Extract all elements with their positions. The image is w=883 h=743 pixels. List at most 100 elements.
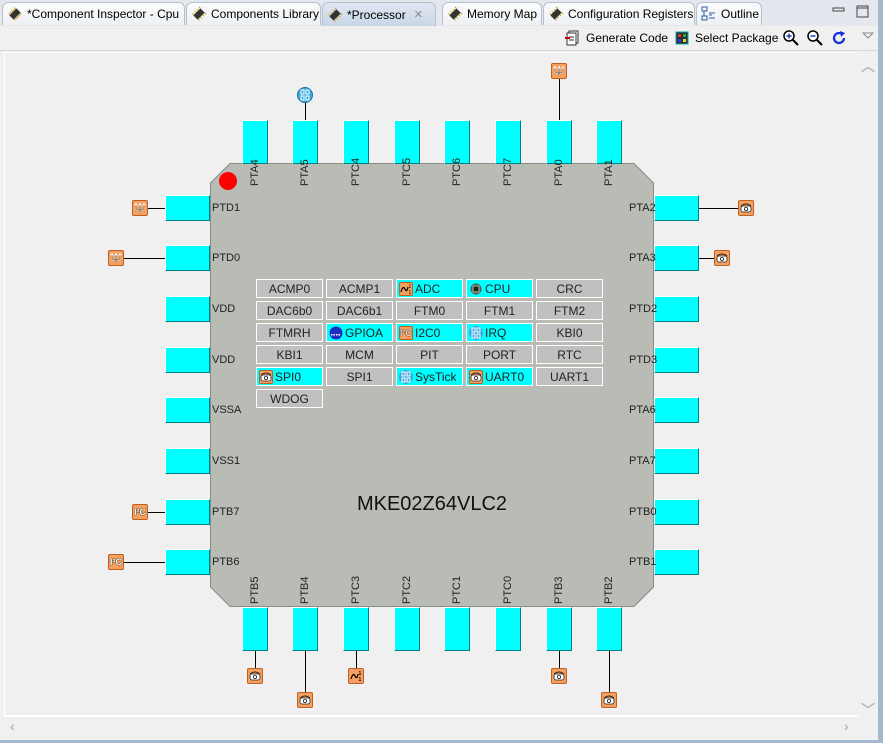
component-acmp0[interactable]: ACMP0 [256, 279, 323, 298]
component-irq[interactable]: IRQ [466, 323, 533, 342]
pin-vss1[interactable] [165, 448, 210, 474]
pin-ptb7[interactable] [165, 499, 210, 525]
refresh-button[interactable] [831, 29, 852, 47]
pin-ptd3[interactable] [654, 347, 699, 373]
pin-vdd[interactable] [165, 296, 210, 322]
component-spi0[interactable]: SPI0 [256, 367, 323, 386]
component-mcm[interactable]: MCM [326, 345, 393, 364]
component-port[interactable]: PORT [466, 345, 533, 364]
tab-configuration-registers[interactable]: Configuration Registers [543, 2, 695, 25]
zoom-in-button[interactable] [783, 29, 804, 47]
view-menu-button[interactable] [861, 29, 883, 47]
ftm-icon[interactable] [132, 200, 148, 216]
component-dac6b0[interactable]: DAC6b0 [256, 301, 323, 320]
pin-label: VDD [212, 354, 236, 366]
pin-pta5[interactable] [292, 120, 318, 164]
select-package-button[interactable]: Select Package [674, 29, 778, 47]
pin-pta4[interactable] [242, 120, 268, 164]
maximize-icon[interactable] [856, 5, 870, 19]
component-rtc[interactable]: RTC [536, 345, 603, 364]
component-ftmrh[interactable]: FTMRH [256, 323, 323, 342]
pin-pta1[interactable] [596, 120, 622, 164]
component-systick[interactable]: SysTick [396, 367, 463, 386]
pin-wire [305, 651, 306, 692]
component-ftm1[interactable]: FTM1 [466, 301, 533, 320]
pin-ptb0[interactable] [654, 499, 699, 525]
pin-ptb6[interactable] [165, 549, 210, 575]
generate-code-button[interactable]: Generate Code [565, 29, 668, 47]
component-kbi1[interactable]: KBI1 [256, 345, 323, 364]
pin-ptc5[interactable] [394, 120, 420, 164]
component-uart0[interactable]: UART0 [466, 367, 533, 386]
pin-ptb5[interactable] [242, 607, 268, 651]
tab-processor[interactable]: *Processor ✕ [322, 2, 436, 26]
scroll-down-icon[interactable]: ﹀ [861, 702, 875, 718]
pin-ptc4[interactable] [343, 120, 369, 164]
serial-icon[interactable] [714, 250, 730, 266]
pin-ptc0[interactable] [495, 607, 521, 651]
component-acmp1[interactable]: ACMP1 [326, 279, 393, 298]
zoom-out-button[interactable] [807, 29, 828, 47]
tab-outline[interactable]: Outline [696, 2, 762, 25]
tab-components-library[interactable]: Components Library [186, 2, 321, 25]
pin-ptd0[interactable] [165, 245, 210, 271]
pin-wire [356, 651, 357, 668]
pin-ptc7[interactable] [495, 120, 521, 164]
pin-ptb4[interactable] [292, 607, 318, 651]
component-kbi0[interactable]: KBI0 [536, 323, 603, 342]
pin-label: VDD [212, 303, 236, 315]
serial-icon[interactable] [601, 692, 617, 708]
serial-icon[interactable] [297, 692, 313, 708]
component-crc[interactable]: CRC [536, 279, 603, 298]
tab-component-inspector[interactable]: *Component Inspector - Cpu [2, 2, 185, 25]
component-dac6b1[interactable]: DAC6b1 [326, 301, 393, 320]
component-label: ACMP0 [268, 281, 311, 296]
pin-ptd2[interactable] [654, 296, 699, 322]
minimize-icon[interactable] [832, 5, 846, 15]
ftm-icon[interactable] [108, 250, 124, 266]
component-spi1[interactable]: SPI1 [326, 367, 393, 386]
component-ftm0[interactable]: FTM0 [396, 301, 463, 320]
pin-ptc2[interactable] [394, 607, 420, 651]
scroll-right-icon[interactable]: › [844, 718, 849, 734]
pin-pta7[interactable] [654, 448, 699, 474]
pin-ptc3[interactable] [343, 607, 369, 651]
pin-ptc6[interactable] [444, 120, 470, 164]
pin-label-text: PTB3 [553, 576, 565, 604]
serial-icon[interactable] [247, 668, 263, 684]
ftm-icon[interactable] [551, 63, 567, 79]
component-ftm2[interactable]: FTM2 [536, 301, 603, 320]
pin-ptb3[interactable] [546, 607, 572, 651]
i2c-icon[interactable]: I²C [132, 504, 148, 520]
refresh-icon [831, 30, 847, 46]
tab-memory-map[interactable]: Memory Map [442, 2, 542, 25]
pin-pta2[interactable] [654, 195, 699, 221]
pin-pta3[interactable] [654, 245, 699, 271]
component-cpu[interactable]: CPU [466, 279, 533, 298]
component-uart1[interactable]: UART1 [536, 367, 603, 386]
scroll-up-icon[interactable]: ︿ [861, 58, 875, 74]
scroll-left-icon[interactable]: ‹ [10, 718, 15, 734]
component-gpioa[interactable]: GPIOA [326, 323, 393, 342]
pin-vdd[interactable] [165, 347, 210, 373]
pin-ptb2[interactable] [596, 607, 622, 651]
pin-pta6[interactable] [654, 397, 699, 423]
serial-icon[interactable] [738, 200, 754, 216]
pin-pta0[interactable] [546, 120, 572, 164]
pin-vssa[interactable] [165, 397, 210, 423]
i2c-icon[interactable]: I²C [108, 554, 124, 570]
pin-label-text: PTC5 [401, 157, 413, 186]
horizontal-scrollbar[interactable]: ‹ › [4, 716, 857, 737]
pin-ptb1[interactable] [654, 549, 699, 575]
pin-ptc1[interactable] [444, 607, 470, 651]
serial-icon[interactable] [551, 668, 567, 684]
irq-icon[interactable] [297, 87, 313, 103]
close-tab-icon[interactable]: ✕ [413, 9, 423, 21]
component-pit[interactable]: PIT [396, 345, 463, 364]
pin-ptd1[interactable] [165, 195, 210, 221]
component-wdog[interactable]: WDOG [256, 389, 323, 408]
vertical-scrollbar[interactable]: ︿ ﹀ [858, 52, 876, 718]
